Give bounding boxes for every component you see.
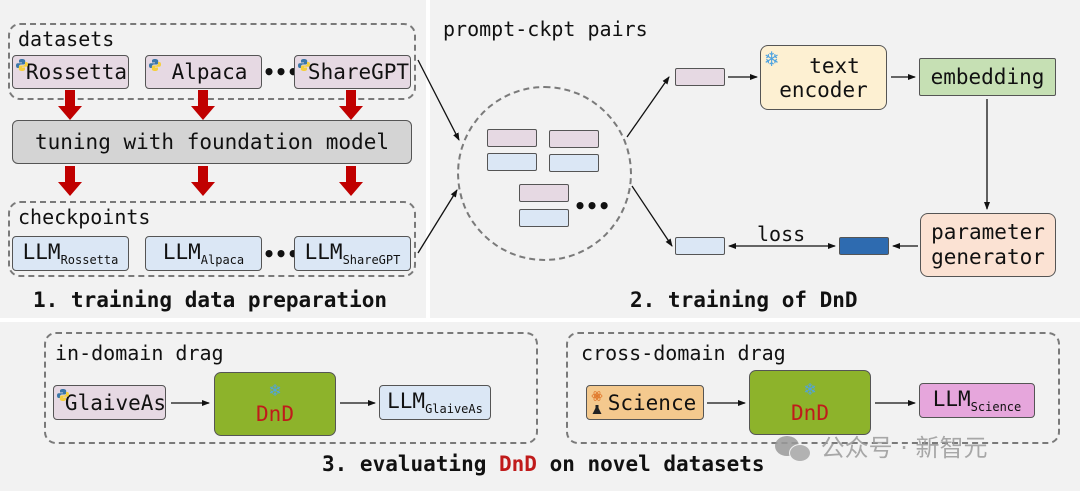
- target-checkpoint-token: [675, 237, 725, 255]
- text-encoder-line1: text: [809, 53, 860, 78]
- python-icon: [57, 389, 69, 401]
- red-down-arrow: [191, 90, 215, 120]
- prompt-ckpt-pairs-label: prompt-ckpt pairs: [443, 17, 648, 41]
- python-icon: [298, 59, 310, 71]
- ellipsis: •••: [263, 242, 300, 266]
- python-icon: [16, 59, 28, 71]
- in-domain-group: [44, 332, 538, 444]
- snowflake-icon: ❄: [765, 47, 779, 72]
- science-icon: [591, 391, 603, 414]
- dnd-label: DnD: [256, 402, 294, 426]
- tuning-box: tuning with foundation model: [12, 120, 412, 164]
- checkpoint-token: [519, 209, 569, 227]
- ellipsis: •••: [263, 60, 300, 84]
- checkpoints-group: [8, 201, 416, 277]
- dataset-name: Alpaca: [171, 60, 248, 84]
- dnd-highlight: DnD: [499, 452, 537, 476]
- dataset-box-sharegpt: ShareGPT: [294, 55, 411, 89]
- checkpoint-token: [487, 153, 537, 171]
- checkpoint-name: LLMRossetta: [22, 240, 119, 267]
- checkpoint-token: [549, 154, 599, 172]
- red-down-arrow: [191, 166, 215, 196]
- prompt-token: [487, 129, 537, 147]
- red-down-arrow: [58, 166, 82, 196]
- checkpoints-label: checkpoints: [18, 205, 151, 229]
- cross-domain-group: [566, 332, 1060, 444]
- panel1-title: 1. training data preparation: [33, 288, 388, 312]
- prompt-token: [549, 130, 599, 148]
- dataset-box-rossetta: Rossetta: [12, 55, 129, 89]
- ellipsis: •••: [574, 194, 611, 218]
- cross-domain-label: cross-domain drag: [581, 341, 786, 365]
- checkpoint-name: LLMAlpaca: [162, 240, 245, 267]
- text-encoder-box: ❄ text encoder: [760, 45, 887, 110]
- llm-glaiveas-box: LLMGlaiveAs: [379, 385, 491, 420]
- wechat-icon: [775, 436, 813, 462]
- panel2-title: 2. training of DnD: [630, 288, 858, 312]
- red-down-arrow: [339, 90, 363, 120]
- datasets-group: [8, 23, 416, 100]
- checkpoint-box-alpaca: LLMAlpaca: [145, 236, 262, 271]
- science-dataset-box: Science: [586, 385, 704, 420]
- checkpoint-box-rossetta: LLMRossetta: [12, 236, 129, 271]
- loss-label: loss: [757, 222, 806, 246]
- llm-output-name: LLMGlaiveAs: [387, 389, 483, 416]
- parameter-generator-line1: parameter: [931, 220, 1045, 244]
- parameter-generator-line2: generator: [931, 245, 1045, 269]
- glaiveas-dataset-box: GlaiveAs: [53, 385, 166, 420]
- datasets-label: datasets: [18, 27, 115, 51]
- snowflake-icon: ❄: [804, 378, 816, 400]
- dataset-name: GlaiveAs: [64, 390, 167, 415]
- in-domain-label: in-domain drag: [55, 341, 224, 365]
- dataset-name: ShareGPT: [307, 60, 410, 84]
- red-down-arrow: [339, 166, 363, 196]
- pairs-pool-circle: [457, 86, 632, 261]
- panel3-title: 3. evaluating DnD on novel datasets: [322, 452, 765, 476]
- python-icon: [149, 59, 161, 71]
- embedding-label: embedding: [930, 65, 1045, 89]
- dnd-model-box-cross-domain: ❄ DnD: [749, 370, 871, 435]
- checkpoint-box-sharegpt: LLMShareGPT: [294, 236, 411, 271]
- text-encoder-line2: encoder: [779, 77, 868, 102]
- prompt-input-token: [675, 68, 725, 86]
- llm-science-box: LLMScience: [919, 383, 1035, 418]
- checkpoint-name: LLMShareGPT: [304, 240, 401, 267]
- tuning-label: tuning with foundation model: [34, 130, 389, 154]
- red-down-arrow: [58, 90, 82, 120]
- panel-evaluating-dnd: [0, 322, 1080, 491]
- dataset-name: Science: [607, 390, 697, 415]
- dataset-box-alpaca: Alpaca: [145, 55, 262, 89]
- dataset-name: Rossetta: [25, 60, 128, 84]
- watermark: 公众号 · 新智元: [775, 428, 988, 463]
- parameter-generator-box: parameter generator: [920, 213, 1056, 277]
- prompt-token: [519, 184, 569, 202]
- dnd-model-box-in-domain: ❄ DnD: [214, 372, 336, 436]
- embedding-box: embedding: [919, 58, 1056, 96]
- generated-parameters-token: [839, 237, 889, 255]
- llm-output-name: LLMScience: [932, 387, 1022, 414]
- dnd-label: DnD: [791, 400, 829, 425]
- snowflake-icon: ❄: [269, 380, 281, 401]
